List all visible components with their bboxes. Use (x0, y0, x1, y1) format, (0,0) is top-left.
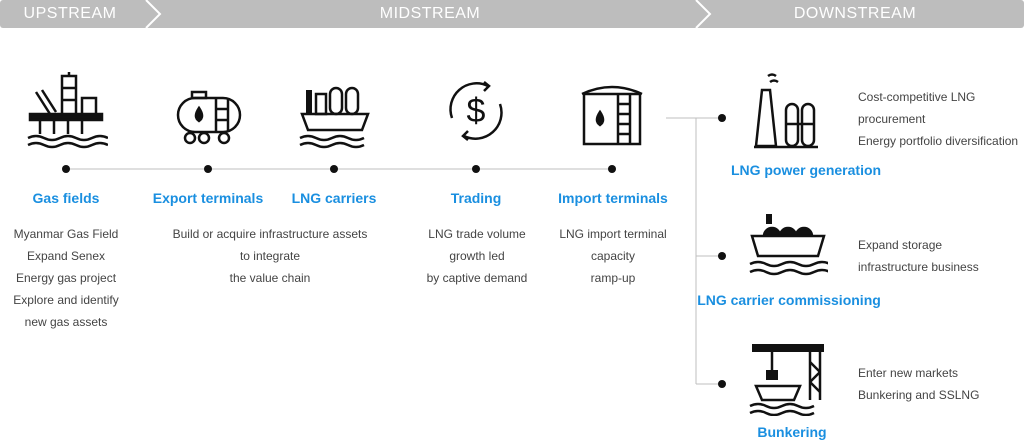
offshore-platform-icon (27, 72, 108, 149)
desc-line: LNG import terminal (559, 227, 667, 241)
power-plant-icon (754, 73, 818, 149)
stage-desc-export-terminals: Build or acquire infrastructure assets t… (160, 223, 380, 289)
downstream-desc-power: Cost-competitive LNG procurement Energy … (858, 86, 1024, 152)
node-dot (472, 165, 480, 173)
desc-line: the value chain (229, 271, 311, 285)
phase-downstream: DOWNSTREAM (793, 5, 917, 22)
lng-carrier-ship-icon (299, 86, 370, 149)
desc-line: LNG trade volume (428, 227, 526, 241)
stage-desc-trading: LNG trade volume growth led by captive d… (412, 223, 542, 289)
storage-tank-icon (581, 85, 643, 146)
desc-line: Energy gas project (15, 271, 117, 285)
stage-title-lng-carriers: LNG carriers (291, 190, 377, 206)
node-dot (204, 165, 212, 173)
phase-upstream: UPSTREAM (23, 5, 117, 22)
tank-wagon-icon (176, 90, 242, 145)
phase-midstream: MIDSTREAM (379, 5, 481, 22)
stage-title-export-terminals: Export terminals (152, 190, 264, 206)
svg-text:$: $ (467, 92, 486, 130)
downstream-desc-bunkering: Enter new markets Bunkering and SSLNG (858, 362, 1018, 406)
desc-line: to integrate (239, 249, 301, 263)
downstream-title-carrier: LNG carrier commissioning (697, 292, 881, 308)
lng-tanker-icon (749, 214, 828, 276)
stage-title-import-terminals: Import terminals (558, 190, 668, 206)
desc-line: ramp-up (590, 271, 636, 285)
desc-line: capacity (590, 249, 636, 263)
stage-title-trading: Trading (450, 190, 502, 206)
node-dot (330, 165, 338, 173)
stage-desc-import-terminals: LNG import terminal capacity ramp-up (548, 223, 678, 289)
desc-line: Cost-competitive LNG (858, 90, 976, 104)
dollar-cycle-icon: $ (449, 81, 503, 141)
desc-line: procurement (858, 112, 926, 126)
node-dot (718, 114, 726, 122)
stage-title-gas-fields: Gas fields (32, 190, 100, 206)
desc-line: Explore and identify (13, 293, 119, 307)
desc-line: infrastructure business (858, 260, 979, 274)
downstream-title-power: LNG power generation (730, 162, 882, 178)
node-dot (62, 165, 70, 173)
bunkering-crane-icon (749, 344, 824, 416)
desc-line: growth led (449, 249, 505, 263)
stage-desc-gas-fields: Myanmar Gas Field Expand Senex Energy ga… (0, 223, 132, 333)
desc-line: Bunkering and SSLNG (858, 388, 980, 402)
phase-banner-shape (0, 0, 1024, 28)
desc-line: Myanmar Gas Field (13, 227, 119, 241)
desc-line: Expand storage (858, 238, 943, 252)
desc-line: Expand Senex (26, 249, 106, 263)
node-dot (718, 252, 726, 260)
desc-line: by captive demand (426, 271, 528, 285)
phase-banner: UPSTREAM MIDSTREAM DOWNSTREAM (0, 0, 1024, 28)
node-dot (718, 380, 726, 388)
node-dot (608, 165, 616, 173)
desc-line: Build or acquire infrastructure assets (172, 227, 368, 241)
desc-line: new gas assets (24, 315, 108, 329)
downstream-desc-carrier: Expand storage infrastructure business (858, 234, 1018, 278)
desc-line: Energy portfolio diversification (858, 134, 1019, 148)
downstream-title-bunkering: Bunkering (757, 424, 827, 440)
desc-line: Enter new markets (858, 366, 959, 380)
